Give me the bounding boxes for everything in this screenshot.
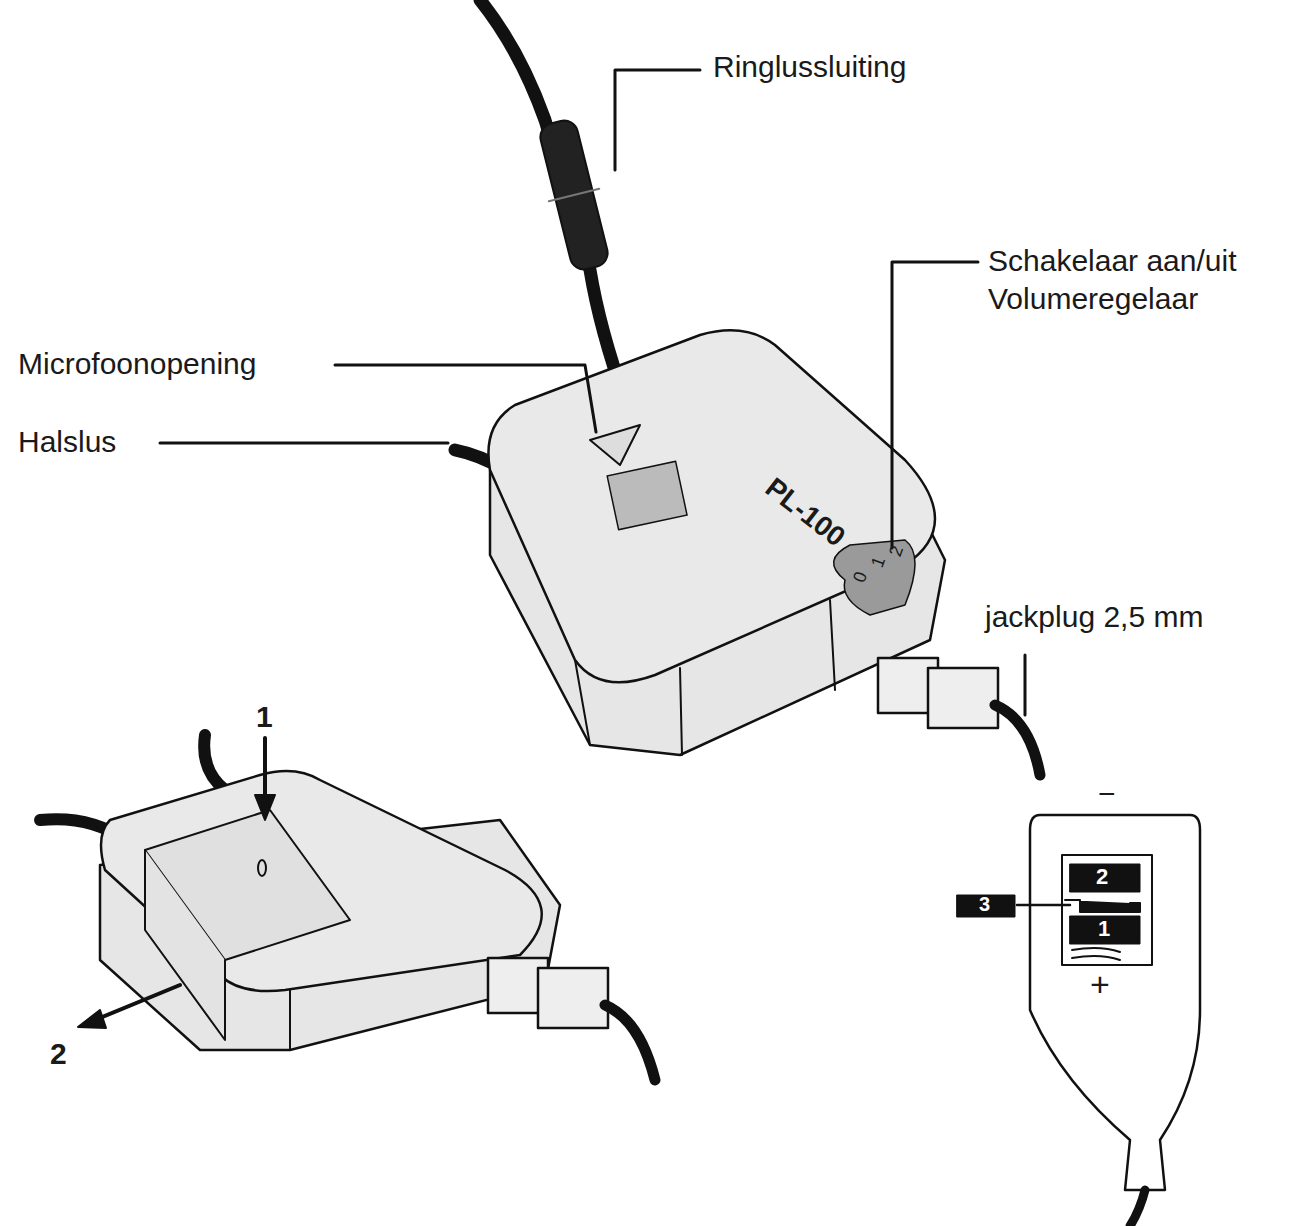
leader-line — [892, 262, 978, 548]
jack-plug — [538, 968, 608, 1028]
part-label: Schakelaar aan/uit Volumeregelaar — [988, 242, 1288, 317]
leader-line — [335, 365, 596, 432]
ring-loop-clasp — [537, 118, 610, 273]
slide-arrow — [95, 985, 180, 1020]
part-label: Microfoonopening — [18, 345, 257, 383]
part-label: Halslus — [18, 423, 116, 461]
jack-cable — [995, 705, 1040, 775]
callout-number: 1 — [256, 698, 273, 736]
leader-line — [1017, 904, 1070, 907]
part-label: Ringlussluiting — [713, 48, 906, 86]
jack-plug — [928, 668, 998, 728]
battery-number: 2 — [1096, 863, 1108, 891]
polarity-sign: + — [1090, 963, 1110, 1006]
volume-dial — [834, 540, 915, 615]
callout-number: 2 — [50, 1035, 67, 1073]
label-sticker — [607, 461, 687, 529]
battery-holder — [1030, 815, 1200, 1190]
press-arrow — [263, 738, 267, 800]
leader-line — [160, 442, 448, 445]
leader-line — [615, 70, 700, 170]
neck-loop — [204, 735, 225, 790]
battery-number: 1 — [1098, 915, 1110, 943]
device-top — [488, 330, 935, 682]
microphone-opening — [590, 425, 640, 465]
part-label: jackplug 2,5 mm — [985, 598, 1203, 636]
battery-number: 3 — [979, 892, 990, 917]
polarity-sign: − — [1098, 775, 1116, 813]
leader-line — [1024, 655, 1027, 715]
battery-slot — [1062, 855, 1152, 965]
loop-cable — [480, 0, 625, 400]
